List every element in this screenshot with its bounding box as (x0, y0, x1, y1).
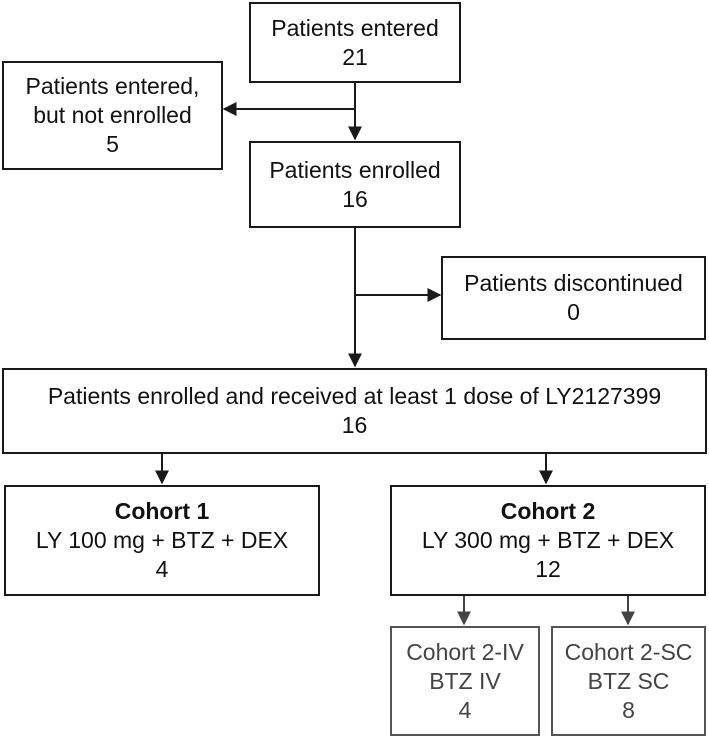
not-enrolled-label-line1: Patients entered, (25, 73, 200, 99)
cohort2-iv-count: 4 (458, 696, 472, 723)
patients-discontinued-label: Patients discontinued (464, 270, 683, 296)
patients-entered-count: 21 (342, 43, 368, 70)
patients-enrolled-box: Patients enrolled 16 (249, 141, 461, 228)
cohort1-count: 4 (155, 556, 169, 582)
cohort2-sc-title: Cohort 2-SC (564, 638, 693, 665)
cohort2-sc-route: BTZ SC (587, 667, 670, 694)
received-dose-label: Patients enrolled and received at least … (47, 383, 662, 409)
patients-discontinued-count: 0 (567, 299, 580, 325)
not-enrolled-count: 5 (106, 131, 119, 157)
patients-enrolled-label: Patients enrolled (269, 156, 441, 183)
cohort2-sc-count: 8 (622, 696, 635, 723)
patients-enrolled-count: 16 (342, 185, 368, 212)
cohort2-count: 12 (535, 556, 561, 582)
cohort1-regimen: LY 100 mg + BTZ + DEX (35, 527, 289, 553)
cohort2-box: Cohort 2 LY 300 mg + BTZ + DEX 12 (390, 485, 706, 596)
patients-discontinued-box: Patients discontinued 0 (441, 256, 706, 340)
patients-entered-box: Patients entered 21 (249, 2, 461, 83)
not-enrolled-box: Patients entered, but not enrolled 5 (2, 61, 223, 170)
received-dose-count: 16 (341, 412, 368, 438)
cohort2-iv-route: BTZ IV (429, 667, 501, 694)
cohort1-box: Cohort 1 LY 100 mg + BTZ + DEX 4 (4, 485, 320, 596)
cohort2-iv-box: Cohort 2-IV BTZ IV 4 (390, 626, 540, 736)
received-dose-box: Patients enrolled and received at least … (2, 368, 707, 454)
not-enrolled-label-line2: but not enrolled (33, 102, 192, 128)
cohort1-title: Cohort 1 (114, 498, 210, 524)
cohort2-iv-title: Cohort 2-IV (406, 638, 524, 665)
cohort2-sc-box: Cohort 2-SC BTZ SC 8 (551, 626, 706, 736)
cohort2-regimen: LY 300 mg + BTZ + DEX (421, 527, 675, 553)
patients-entered-label: Patients entered (271, 14, 439, 41)
cohort2-title: Cohort 2 (500, 498, 596, 524)
